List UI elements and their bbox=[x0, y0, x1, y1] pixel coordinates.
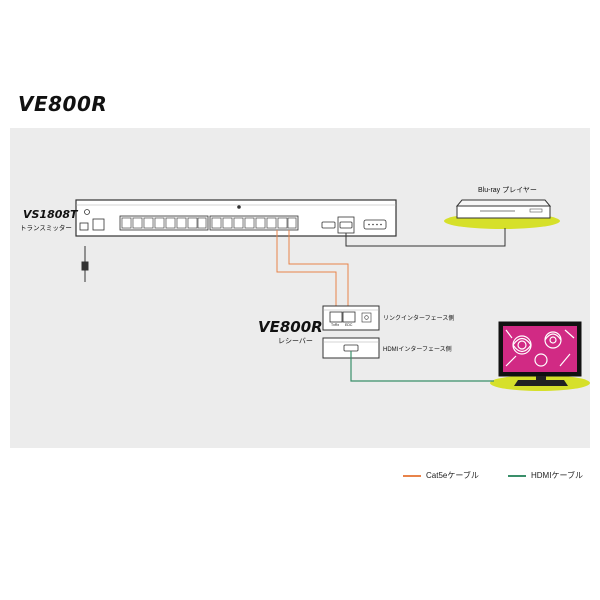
diagram-background bbox=[10, 128, 590, 448]
edc-port-label: EDC bbox=[345, 323, 353, 327]
transmitter-role-label: トランスミッター bbox=[20, 225, 72, 232]
hdmi-interface-label: HDMIインターフェース側 bbox=[383, 347, 452, 353]
edc-port bbox=[342, 311, 356, 323]
bluray-player bbox=[455, 199, 552, 219]
legend-item-cat5e: Cat5eケーブル bbox=[403, 470, 479, 481]
receiver-hdmi-port bbox=[343, 344, 359, 352]
page-title: VE800R bbox=[18, 92, 108, 116]
txrx-port-label: TxRx bbox=[331, 323, 340, 327]
bluray-hdmi-cable bbox=[345, 228, 506, 247]
txrx-port bbox=[329, 311, 343, 323]
serial-port bbox=[363, 219, 387, 230]
transmitter-device bbox=[75, 199, 397, 237]
hdmi-legend-label: HDMIケーブル bbox=[531, 471, 583, 480]
hdmi-out-port bbox=[321, 221, 336, 229]
power-led bbox=[84, 209, 90, 215]
cat5e-legend-swatch bbox=[403, 474, 421, 477]
receiver-hdmi-unit bbox=[322, 337, 380, 359]
receiver-model-label: VE800R bbox=[258, 318, 323, 336]
bluray-label: Blu-ray プレイヤー bbox=[478, 187, 537, 194]
hdmi-cable bbox=[350, 351, 494, 382]
transmitter-model-label: VS1808T bbox=[23, 208, 78, 221]
link-interface-label: リンクインターフェース側 bbox=[383, 316, 455, 322]
cat5e-cables bbox=[276, 230, 349, 314]
tv-monitor bbox=[498, 321, 582, 386]
cat5e-legend-label: Cat5eケーブル bbox=[426, 471, 479, 480]
receiver-role-label: レシーバー bbox=[278, 338, 313, 345]
hdmi-legend-swatch bbox=[508, 474, 526, 477]
power-cable bbox=[81, 246, 89, 282]
receiver-link-unit bbox=[322, 305, 380, 331]
legend-item-hdmi: HDMIケーブル bbox=[508, 470, 583, 481]
hdmi-in-port bbox=[339, 221, 353, 229]
